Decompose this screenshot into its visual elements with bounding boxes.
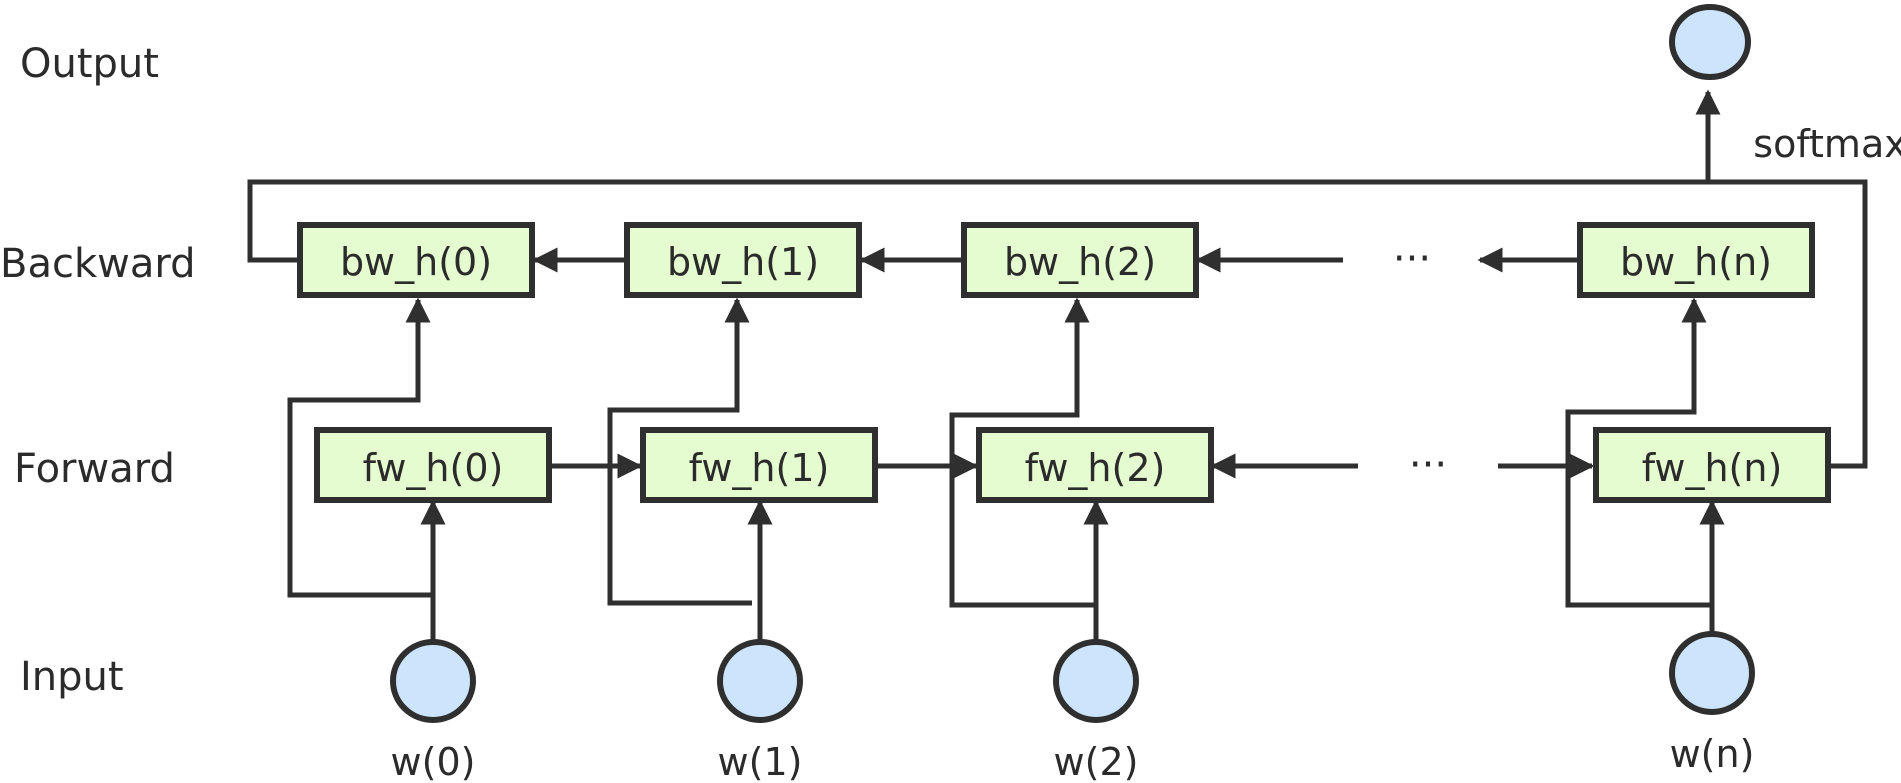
fw-node-2: fw_h(2) [976,427,1214,503]
input1-to-bw1 [607,297,752,606]
input-label-0: w(0) [391,740,476,783]
global-output-wire [247,179,1868,469]
fw-node-2-label: fw_h(2) [1025,446,1166,490]
fw-ellipsis: ··· [1409,442,1447,488]
bw-node-2: bw_h(2) [961,222,1199,298]
input2-to-bw2 [949,297,1096,608]
input-label-2: w(2) [1054,740,1139,783]
row-label-forward: Forward [14,446,175,492]
fw-node-0: fw_h(0) [314,427,552,503]
input-node-n [1669,631,1755,715]
input-label-n: w(n) [1670,732,1755,776]
softmax-label: softmax [1753,122,1901,166]
bw-node-0: bw_h(0) [297,222,535,298]
bw-node-n: bw_h(n) [1577,222,1815,298]
row-label-output: Output [20,41,159,87]
input-node-1 [717,639,803,723]
bw-node-1-label: bw_h(1) [667,240,819,284]
fw-node-1-label: fw_h(1) [689,446,830,490]
bw-node-0-label: bw_h(0) [340,240,492,284]
fw-node-1: fw_h(1) [640,427,878,503]
bw-ellipsis: ··· [1393,236,1431,282]
input-node-2 [1053,639,1139,723]
input-label-1: w(1) [718,740,803,783]
fw-node-0-label: fw_h(0) [363,446,504,490]
fw-node-n-label: fw_h(n) [1642,446,1783,490]
output-node [1669,4,1751,80]
input0-to-bw0 [287,297,433,598]
bw-node-2-label: bw_h(2) [1004,240,1156,284]
fw-node-n: fw_h(n) [1593,427,1831,503]
bw-node-1: bw_h(1) [624,222,862,298]
inputn-to-bwn [1565,297,1712,608]
input-node-0 [390,639,476,723]
row-label-backward: Backward [0,241,195,287]
row-label-input: Input [20,654,124,700]
bw-node-n-label: bw_h(n) [1620,240,1772,284]
